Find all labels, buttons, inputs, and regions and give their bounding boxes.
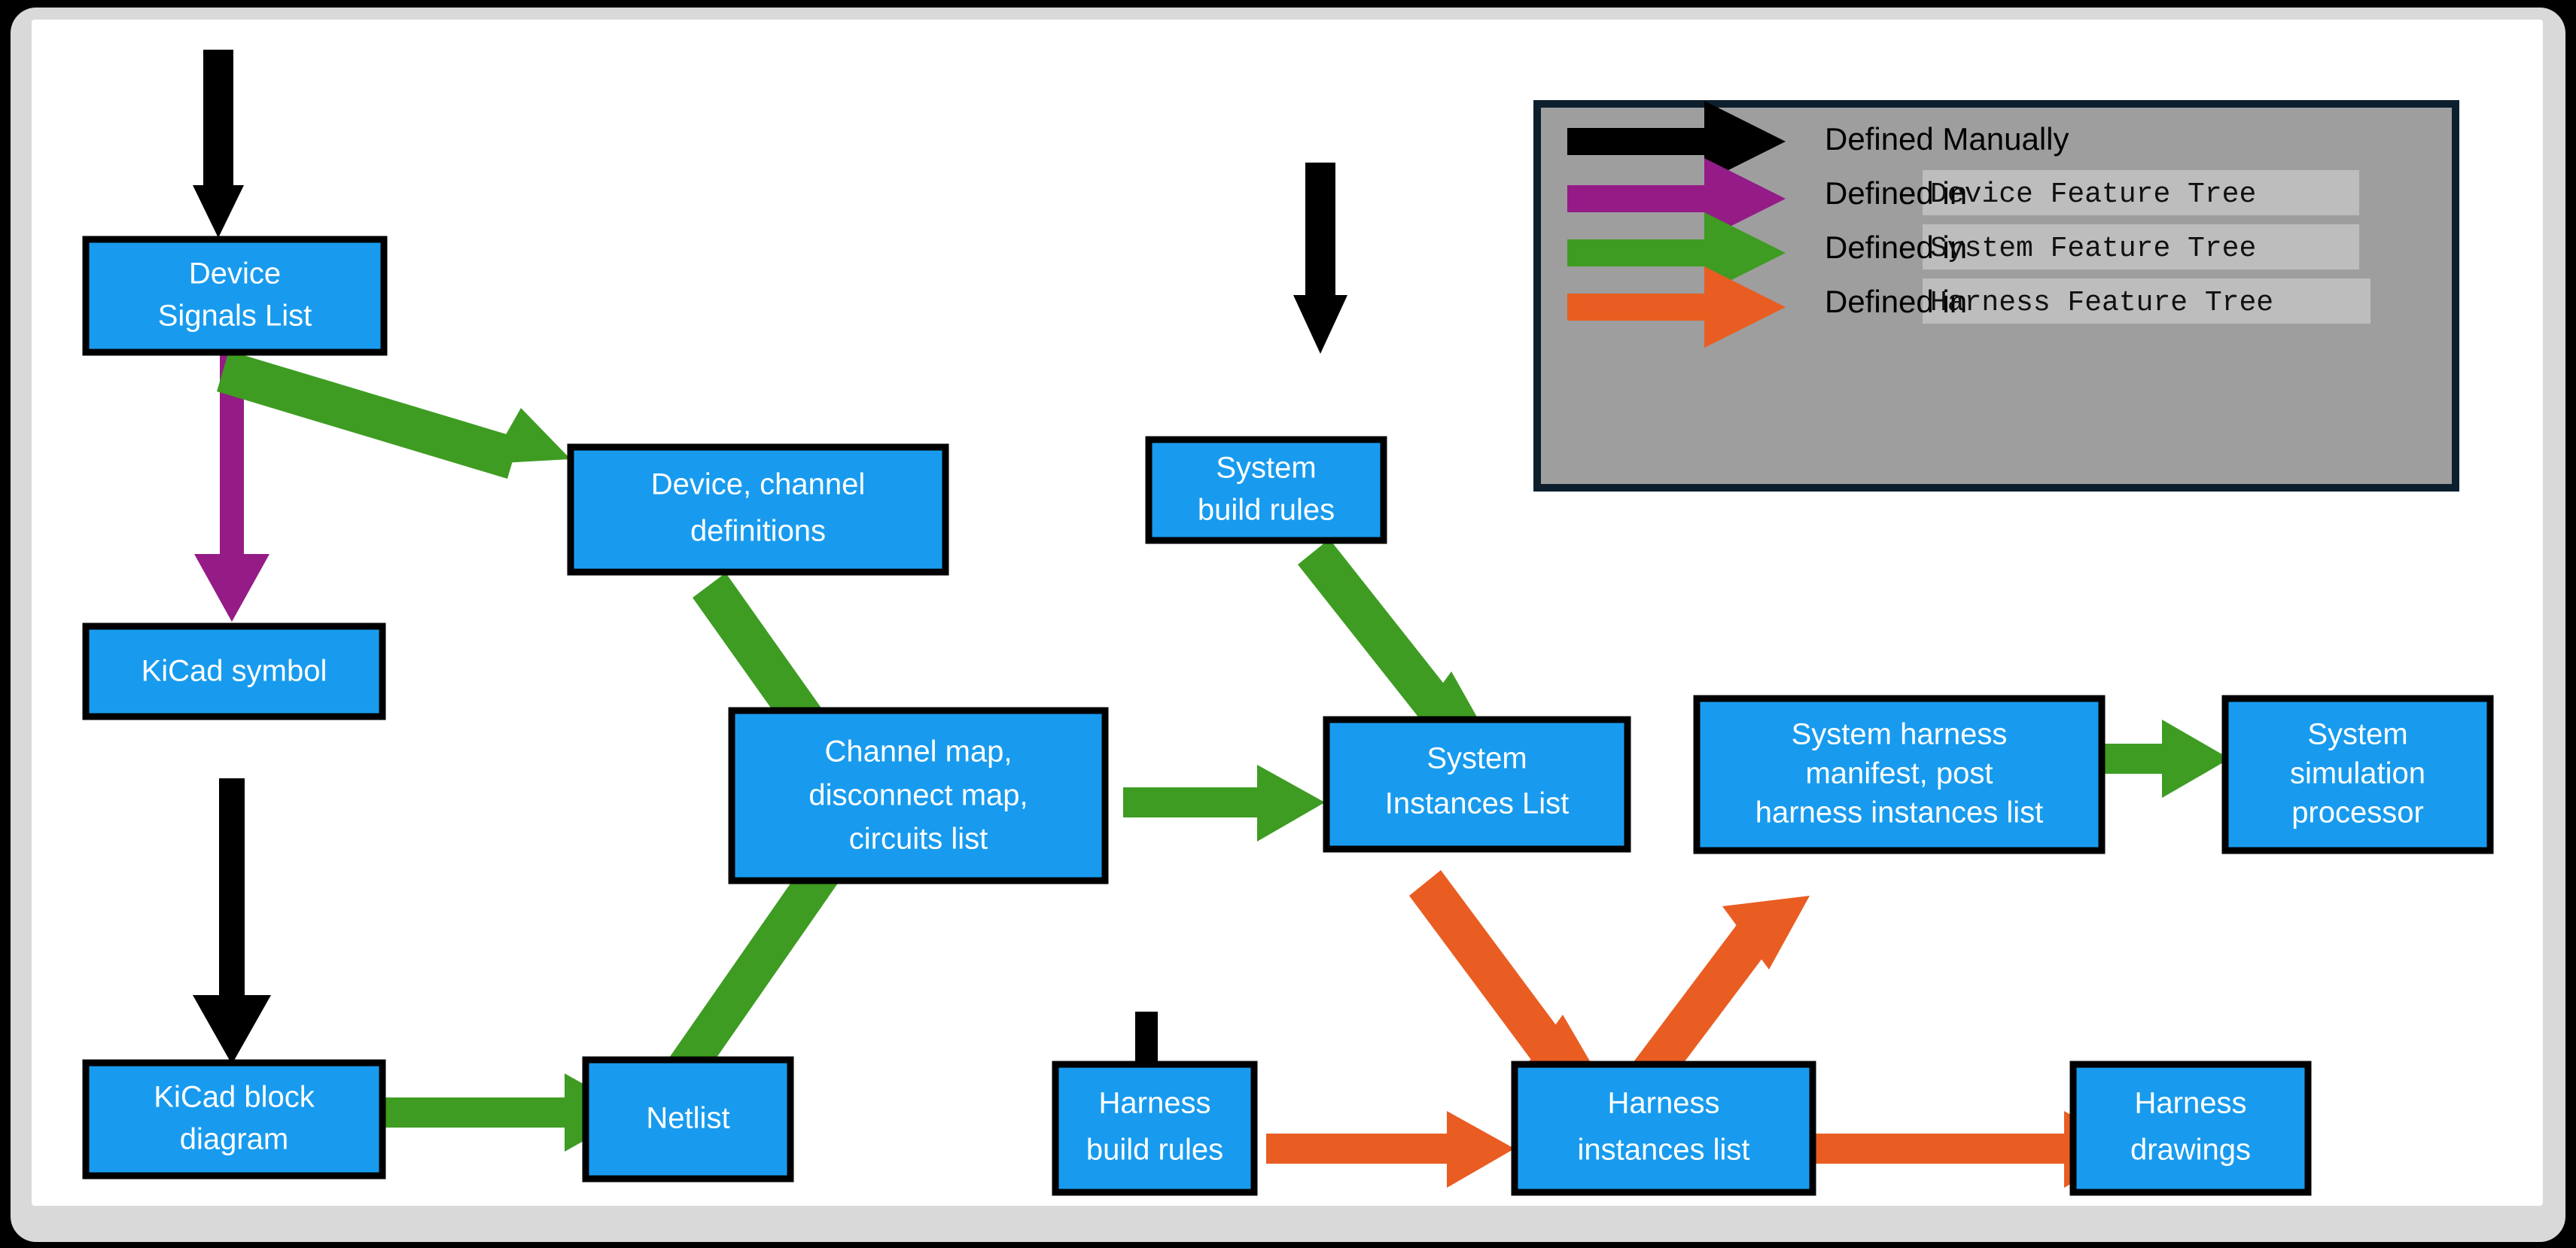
node-harness-instances-list[interactable]: Harness instances list [1511,1061,1816,1196]
node-label: processor [2291,796,2424,829]
node-label: Harness [2135,1087,2247,1120]
legend-arrow-head [1704,212,1786,294]
legend-label-code: System Feature Tree [1930,233,2256,265]
node-label: Signals List [158,300,312,333]
edge-harness-build-rules-to-harness-instances-list [1266,1111,1515,1188]
node-device-channel-definitions[interactable]: Device, channel definitions [567,443,949,576]
legend-item-manual[interactable]: Defined Manually [1567,101,2069,182]
legend-label-prefix: Defined Manually [1825,121,2069,157]
legend-chip-system [1923,224,2359,269]
diagram-canvas: Device Signals List KiCad symbol KiCad b… [32,20,2543,1206]
node-label: Harness [1099,1087,1211,1120]
legend-arrow-shaft [1567,128,1710,155]
node-label: Device [189,257,281,291]
legend-label-code: Device Feature Tree [1930,178,2256,211]
node-netlist[interactable]: Netlist [582,1056,794,1183]
edge-channel-map-to-system-instances-list [1123,765,1325,842]
legend-label-prefix: Defined in [1825,284,1967,319]
node-label: System [1216,452,1316,485]
node-label: diagram [180,1123,289,1156]
edge-device-signals-list-to-device-channel-definitions [217,351,571,479]
node-system-simulation-processor[interactable]: System simulation processor [2221,695,2494,854]
node-label: KiCad block [154,1081,315,1114]
node-kicad-symbol[interactable]: KiCad symbol [82,622,386,720]
node-harness-build-rules[interactable]: Harness build rules [1052,1061,1258,1196]
node-label: System [2307,718,2407,751]
edge-manual-to-device-signals-list [193,50,244,238]
edge-system-build-rules-to-system-instances-list [1298,539,1492,744]
edge-kicad-symbol-to-kicad-block-diagram [193,778,271,1064]
node-system-build-rules[interactable]: System build rules [1145,436,1387,544]
legend-arrow-head [1704,266,1786,348]
legend-arrow-shaft [1567,294,1710,321]
node-label: instances list [1578,1134,1750,1167]
node-label: System [1427,742,1527,775]
legend-label-prefix: Defined in [1825,175,1967,211]
legend-chip-harness [1923,279,2370,324]
edge-system-instances-list-to-harness-instances-list [1409,870,1605,1087]
node-label: manifest, post [1805,757,1993,790]
legend-item-system[interactable]: Defined in System Feature Tree [1567,212,2256,294]
node-label: build rules [1198,494,1335,527]
edge-manual-to-system-build-rules [1293,163,1347,354]
node-system-instances-list[interactable]: System Instances List [1323,716,1631,853]
node-label: Channel map, [824,735,1012,769]
nodes-layer: Device Signals List KiCad symbol KiCad b… [82,236,2494,1196]
node-channel-map[interactable]: Channel map, disconnect map, circuits li… [728,707,1109,884]
node-kicad-block-diagram[interactable]: KiCad block diagram [82,1059,386,1180]
node-device-signals-list[interactable]: Device Signals List [82,236,388,356]
node-label: simulation [2290,757,2425,790]
node-label: Instances List [1385,787,1570,820]
node-label: Harness [1608,1087,1720,1120]
edge-system-harness-manifest-to-system-simulation-processor [2094,720,2230,798]
legend-label-prefix: Defined in [1825,230,1967,265]
legend-arrow-shaft [1567,185,1710,212]
node-label: Netlist [646,1102,729,1135]
node-label: harness instances list [1755,796,2043,829]
node-label: System harness [1792,718,2008,751]
node-label: disconnect map, [808,779,1028,812]
node-system-harness-manifest[interactable]: System harness manifest, post harness in… [1693,695,2106,854]
node-label: Device, channel [651,468,866,501]
legend-chip-device [1923,170,2359,215]
legend-panel: Defined Manually Defined in Device Featu… [1533,100,2459,492]
node-label: KiCad symbol [142,655,327,688]
legend-arrow-head [1704,101,1786,182]
node-label: circuits list [849,823,988,856]
legend-item-device[interactable]: Defined in Device Feature Tree [1567,158,2256,239]
legend-arrow-head [1704,158,1786,239]
legend-label-code: Harness Feature Tree [1930,287,2273,319]
flowchart-svg: Device Signals List KiCad symbol KiCad b… [82,50,2494,1196]
legend-arrow-shaft [1567,239,1710,266]
node-label: build rules [1086,1134,1223,1167]
node-harness-drawings[interactable]: Harness drawings [2069,1061,2312,1196]
node-label: drawings [2130,1134,2251,1167]
node-label: definitions [690,515,826,548]
legend-item-harness[interactable]: Defined in Harness Feature Tree [1567,266,2273,348]
